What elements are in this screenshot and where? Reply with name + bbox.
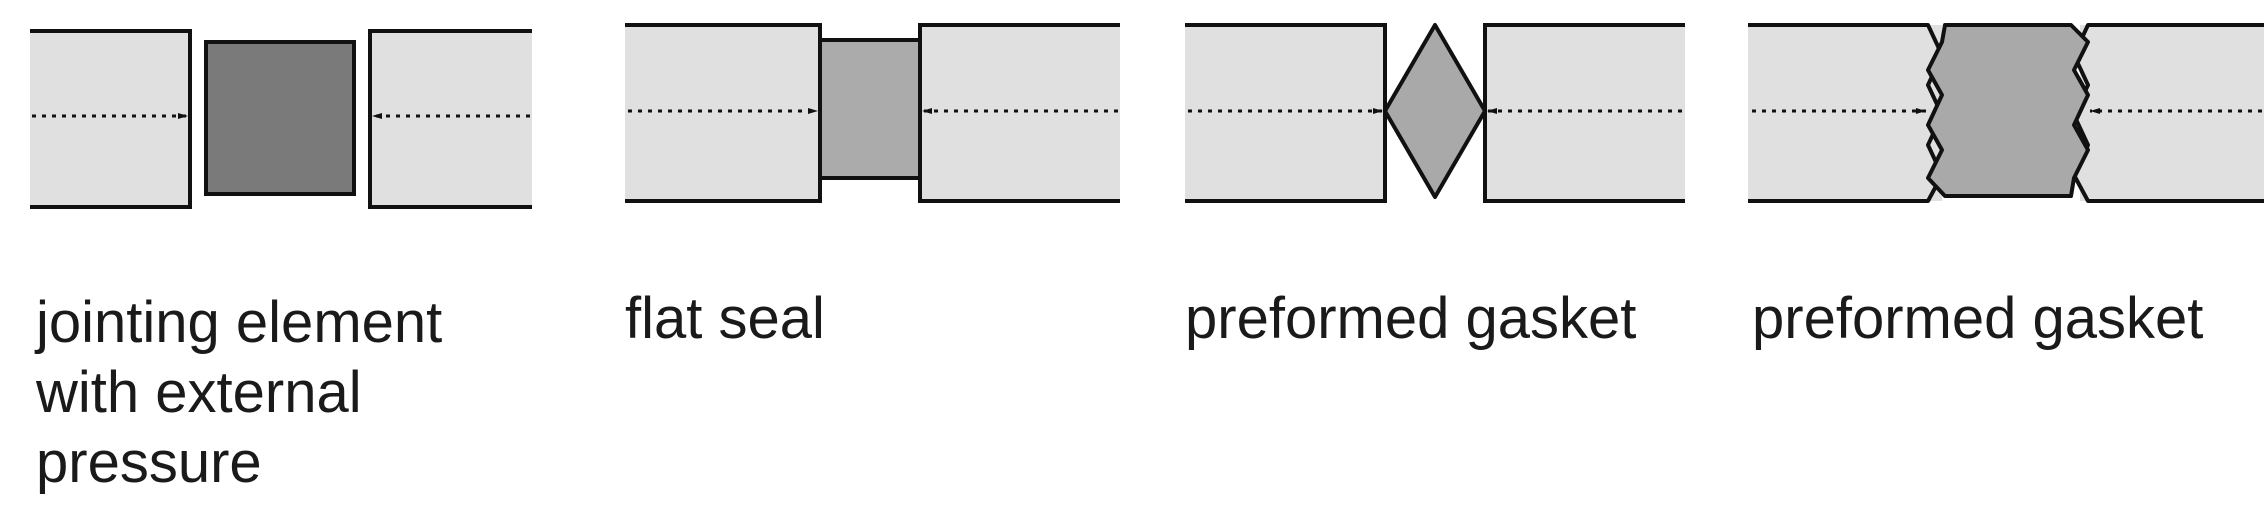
left-block <box>30 31 190 207</box>
diamond-gasket <box>1383 23 1487 199</box>
caption-flat-seal: flat seal <box>625 284 825 354</box>
serrated-gasket <box>1926 23 2090 198</box>
caption-line: pressure <box>36 430 262 495</box>
caption-line: preformed gasket <box>1185 286 1637 351</box>
left-block <box>1185 25 1385 201</box>
right-block <box>1485 25 1685 201</box>
left-block-outline <box>30 29 192 209</box>
caption-preformed-gasket-serrated: preformed gasket <box>1752 284 2203 354</box>
caption-line: flat seal <box>625 286 825 351</box>
panel-jointing-element <box>30 29 532 209</box>
caption-line: with external <box>36 360 362 425</box>
panel-preformed-gasket-serrated <box>1748 23 2264 203</box>
right-block-outline <box>918 23 1120 203</box>
left-block-outline <box>1748 23 1944 203</box>
caption-line: jointing element <box>36 290 443 355</box>
left-block <box>625 25 820 201</box>
right-block-outline <box>368 29 532 209</box>
right-block <box>370 31 532 207</box>
caption-jointing-element: jointing element with external pressure <box>36 288 442 498</box>
right-block-outline <box>2072 23 2264 203</box>
caption-line: preformed gasket <box>1752 286 2204 351</box>
caption-preformed-gasket-diamond: preformed gasket <box>1185 284 1636 354</box>
panel-flat-seal <box>625 23 1120 203</box>
jointing-element-insert <box>204 40 356 196</box>
flat-seal-element <box>818 38 922 180</box>
right-block <box>920 25 1120 201</box>
panel-preformed-gasket-diamond <box>1185 23 1685 203</box>
